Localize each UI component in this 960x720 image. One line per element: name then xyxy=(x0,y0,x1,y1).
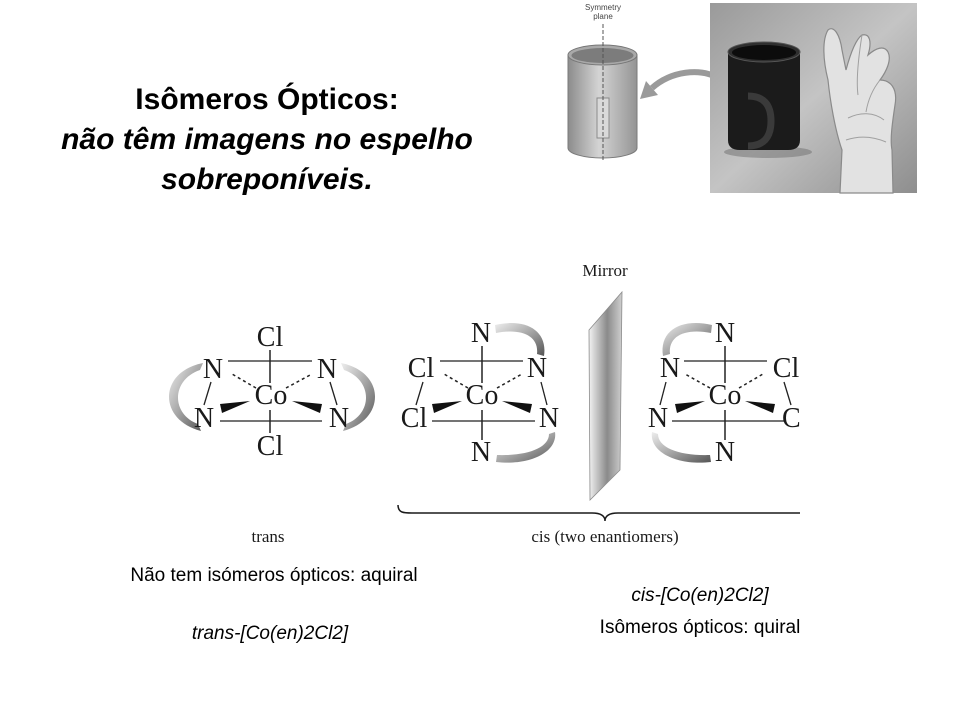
dashed-bond xyxy=(684,373,711,389)
dashed-bond xyxy=(231,373,257,389)
atom-label: N xyxy=(471,318,491,349)
atom-label: Cl xyxy=(773,353,800,384)
bond-line xyxy=(783,381,792,406)
en-bond-line xyxy=(540,381,548,406)
slide-title: Isômeros Ópticos: não têm imagens no esp… xyxy=(37,80,497,200)
dashed-bond xyxy=(285,373,313,389)
dashed-bond xyxy=(738,373,764,389)
wedge-bond xyxy=(432,401,462,413)
title-line-3: sobreponíveis. xyxy=(161,163,373,196)
atom-label: Cl xyxy=(257,431,284,462)
metal-label: Co xyxy=(466,380,499,411)
trans-isomer: Cl N N Co N N Cl xyxy=(168,322,376,462)
symmetry-label: Symmetry xyxy=(585,3,621,12)
chelate-ring-bottom xyxy=(496,432,556,463)
mug-inside xyxy=(732,45,796,60)
atom-label: N xyxy=(194,403,214,434)
cis-brace xyxy=(397,504,800,522)
curved-arrow xyxy=(640,69,724,99)
atom-label: N xyxy=(539,403,559,434)
title-line-1: Isômeros Ópticos: xyxy=(135,83,399,116)
trans-formula: trans-[Co(en)2Cl2] xyxy=(191,623,349,644)
chelate-ring-right xyxy=(341,363,376,431)
atom-label: N xyxy=(648,403,668,434)
cis-isomer-right: N N Cl Co N C N xyxy=(648,318,801,468)
open-hand xyxy=(823,28,897,194)
arrow-head xyxy=(640,81,658,99)
chelate-ring-top xyxy=(662,323,712,356)
atom-label: N xyxy=(317,354,337,385)
atom-label: Cl xyxy=(408,353,435,384)
title-line-2: não têm imagens no espelho xyxy=(61,123,473,156)
atom-label: N xyxy=(203,354,223,385)
en-bond-line xyxy=(203,381,212,406)
hand-creases xyxy=(845,34,887,143)
wedge-bond xyxy=(220,401,250,413)
atom-label: N xyxy=(329,403,349,434)
cis-formula: cis-[Co(en)2Cl2] xyxy=(631,585,769,606)
trans-achiral-note: Não tem isómeros ópticos: aquiral xyxy=(130,565,418,586)
atom-label: C xyxy=(782,403,801,434)
plane-label: plane xyxy=(593,12,613,21)
atom-label: N xyxy=(660,353,680,384)
chelate-ring-top xyxy=(495,323,545,356)
symmetry-plane-drawing: Symmetry plane xyxy=(567,3,638,162)
complex-structures: Cl N N Co N N Cl xyxy=(168,261,801,546)
mug-handle xyxy=(747,92,775,150)
dashed-bond xyxy=(443,373,469,389)
atom-label: N xyxy=(715,318,735,349)
wedge-bond xyxy=(292,401,322,413)
mirror-label: Mirror xyxy=(582,261,628,280)
cis-isomer-left: N Cl N Co Cl N N xyxy=(401,318,559,468)
atom-label: N xyxy=(527,353,547,384)
atom-label: N xyxy=(471,437,491,468)
atom-label: Cl xyxy=(257,322,284,353)
wedge-bond xyxy=(675,401,705,413)
cis-caption: cis (two enantiomers) xyxy=(531,527,678,546)
en-bond-line xyxy=(329,381,338,406)
atom-label: Cl xyxy=(401,403,428,434)
chelate-ring-left xyxy=(168,363,203,431)
mug-and-hand-photo xyxy=(710,3,917,194)
bond-line xyxy=(415,381,424,406)
cis-chiral-note: Isômeros ópticos: quiral xyxy=(599,617,801,638)
metal-label: Co xyxy=(255,380,288,411)
metal-label: Co xyxy=(709,380,742,411)
trans-caption: trans xyxy=(251,527,284,546)
wedge-bond xyxy=(745,401,775,413)
mirror: Mirror xyxy=(582,261,628,501)
wedge-bond xyxy=(502,401,532,413)
chelate-ring-bottom xyxy=(651,432,711,463)
mirror-plane xyxy=(588,290,623,501)
atom-label: N xyxy=(715,437,735,468)
dashed-bond xyxy=(496,373,523,389)
en-bond-line xyxy=(659,381,667,406)
